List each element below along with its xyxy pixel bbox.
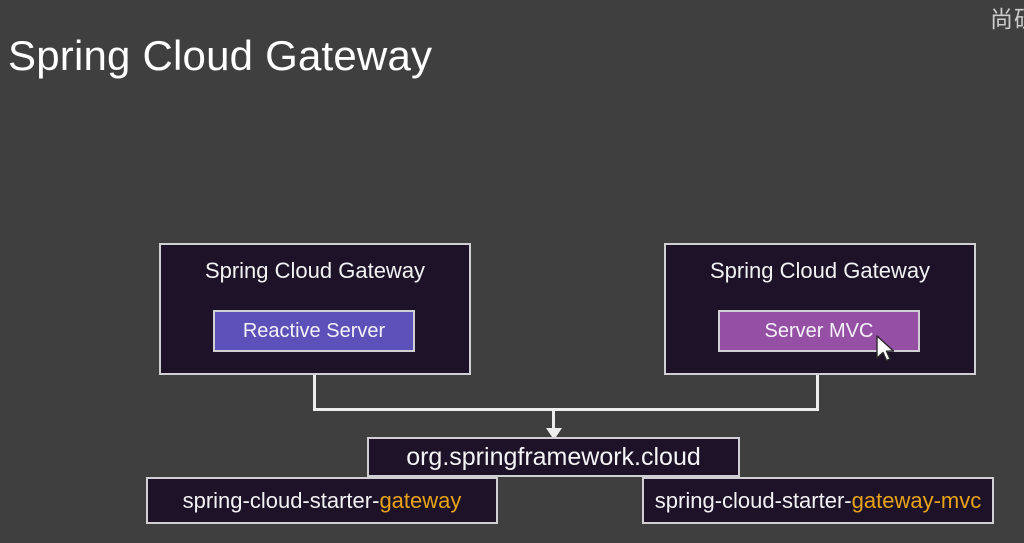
artifact-label: spring-cloud-starter-gateway bbox=[183, 487, 462, 515]
connector-horizontal bbox=[313, 408, 819, 411]
panel-server-mvc: Spring Cloud Gateway Server MVC bbox=[664, 243, 976, 375]
chip-server-mvc[interactable]: Server MVC bbox=[718, 310, 920, 352]
chip-reactive-server[interactable]: Reactive Server bbox=[213, 310, 415, 352]
watermark-label: 尚硅 bbox=[990, 6, 1024, 32]
artifact-highlight: gateway-mvc bbox=[851, 487, 982, 513]
package-box: org.springframework.cloud bbox=[367, 437, 740, 477]
panel-title: Spring Cloud Gateway bbox=[709, 258, 931, 283]
artifact-label: spring-cloud-starter-gateway-mvc bbox=[655, 487, 981, 515]
panel-title: Spring Cloud Gateway bbox=[204, 258, 426, 283]
connector-right-vertical bbox=[816, 375, 819, 411]
connector-down-vertical bbox=[552, 408, 555, 433]
panel-reactive: Spring Cloud Gateway Reactive Server bbox=[159, 243, 471, 375]
artifact-highlight: gateway bbox=[379, 487, 462, 513]
package-label: org.springframework.cloud bbox=[406, 443, 701, 471]
connector-left-vertical bbox=[313, 375, 316, 411]
artifact-prefix: spring-cloud-starter- bbox=[182, 487, 380, 513]
page-title: Spring Cloud Gateway bbox=[8, 32, 433, 79]
artifact-box-gateway: spring-cloud-starter-gateway bbox=[146, 477, 498, 524]
artifact-box-gateway-mvc: spring-cloud-starter-gateway-mvc bbox=[642, 477, 994, 524]
artifact-prefix: spring-cloud-starter- bbox=[654, 487, 852, 513]
